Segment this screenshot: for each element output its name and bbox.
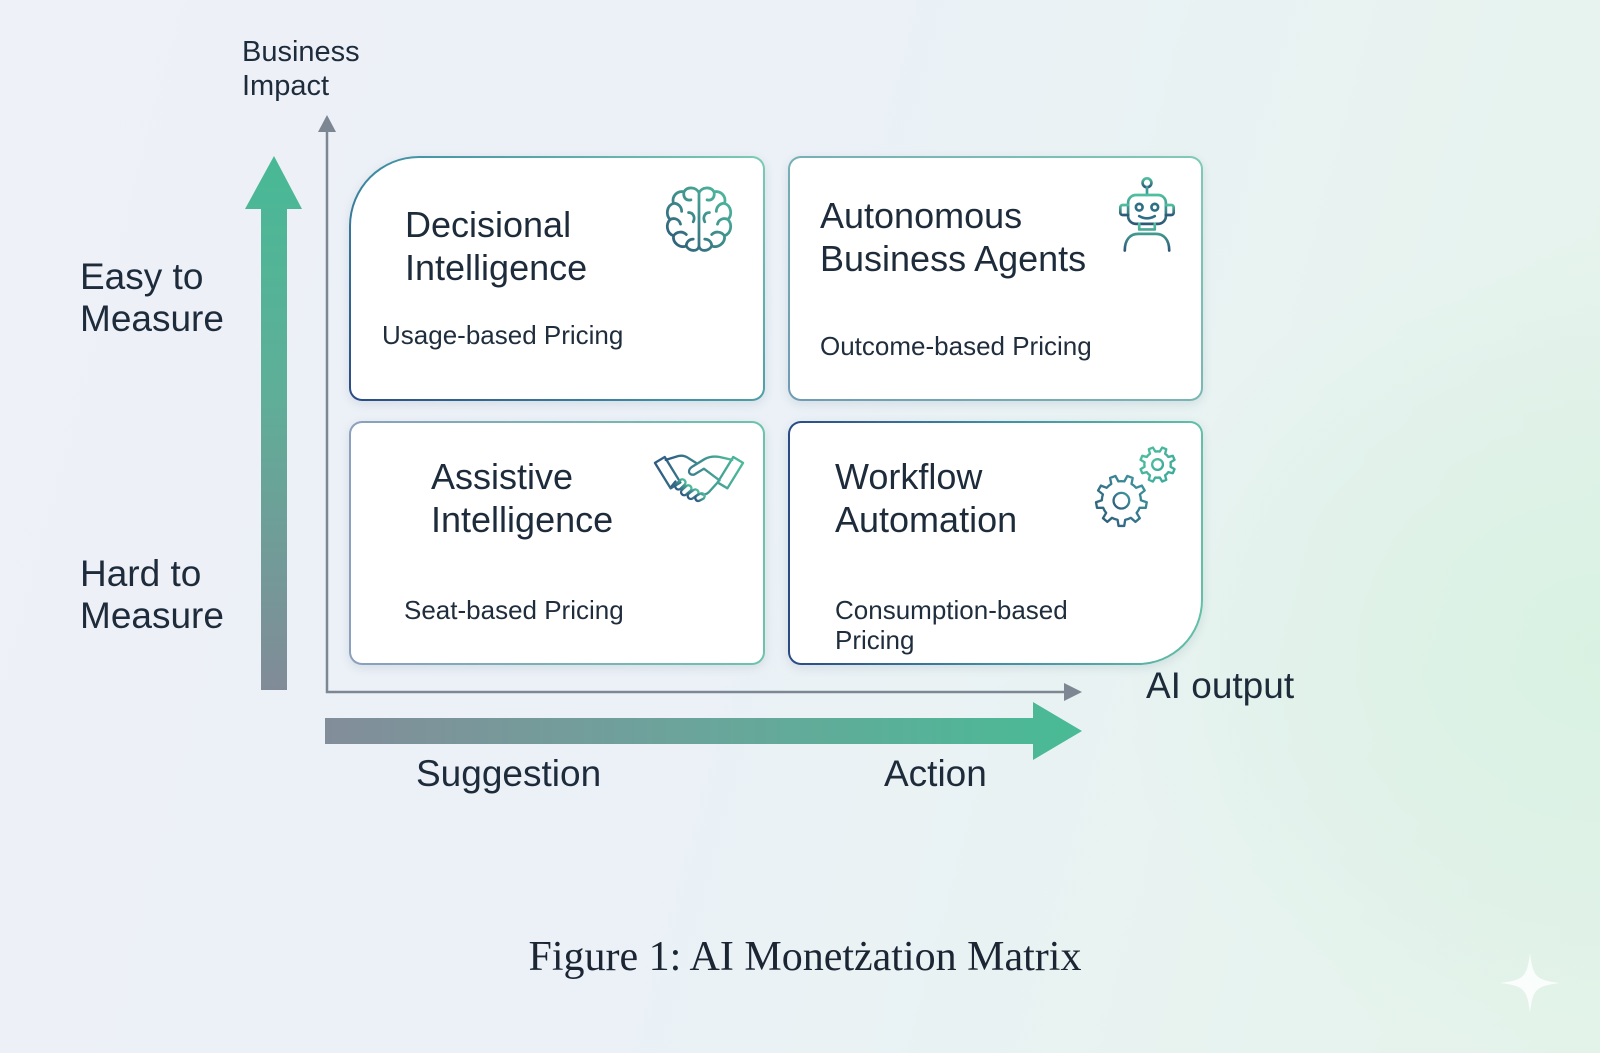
robot-mouth [1137,214,1157,220]
quadrant-pricing: Outcome-based Pricing [820,331,1092,361]
figure-caption: Figure 1: AI Monetżation Matrix [528,934,1082,980]
handshake-hands [664,454,734,496]
suggestion-label: Suggestion [416,753,602,794]
quadrant-decisional-intelligence: Decisional Intelligence Usage-based Pric… [349,156,765,401]
brain-icon [665,186,733,252]
robot-body [1123,222,1171,252]
quadrant-title: Workflow Automation [835,456,1018,540]
measurability-arrow [245,156,302,690]
quadrant-pricing: Seat-based Pricing [404,595,624,625]
robot-icon [1119,177,1175,252]
quadrant-autonomous-business-agents: Autonomous Business Agents Outcome-based… [788,156,1203,401]
quadrant-title: Assistive Intelligence [431,456,614,540]
gears-icon [1094,446,1176,528]
quadrant-title: Decisional Intelligence [405,204,588,288]
handshake-icon [653,454,745,503]
quadrant-pricing: Usage-based Pricing [382,320,624,350]
gear-small [1139,446,1176,483]
robot-eyes [1134,202,1160,212]
output-scale-arrow [325,702,1082,760]
quadrant-assistive-intelligence: Assistive Intelligence Seat-based Pricin… [349,421,765,665]
gear-small-hub [1150,457,1165,472]
brain-folds [668,190,730,248]
x-axis-arrowhead [1064,683,1082,701]
robot-ears [1119,203,1175,217]
handshake-fingers [674,478,706,503]
finger [694,492,706,503]
action-label: Action [884,753,987,794]
quadrant-title: Autonomous Business Agents [820,195,1087,279]
y-axis-label: Business Impact [242,36,360,102]
quadrant-pricing: Consumption-based Pricing [835,595,1068,655]
robot-head [1126,193,1168,226]
easy-to-measure-label: Easy to Measure [80,256,224,339]
quadrant-workflow-automation: Workflow Automation Consumption-based Pr… [788,421,1203,665]
sparkle-icon [1500,953,1560,1013]
sparkle-shape [1500,953,1560,1013]
gear-large-hub [1112,491,1131,510]
finger [674,478,687,491]
hard-to-measure-label: Hard to Measure [80,553,224,636]
x-axis-label: AI output [1146,665,1295,706]
y-axis-arrowhead [318,115,336,132]
gear-large [1094,474,1148,528]
